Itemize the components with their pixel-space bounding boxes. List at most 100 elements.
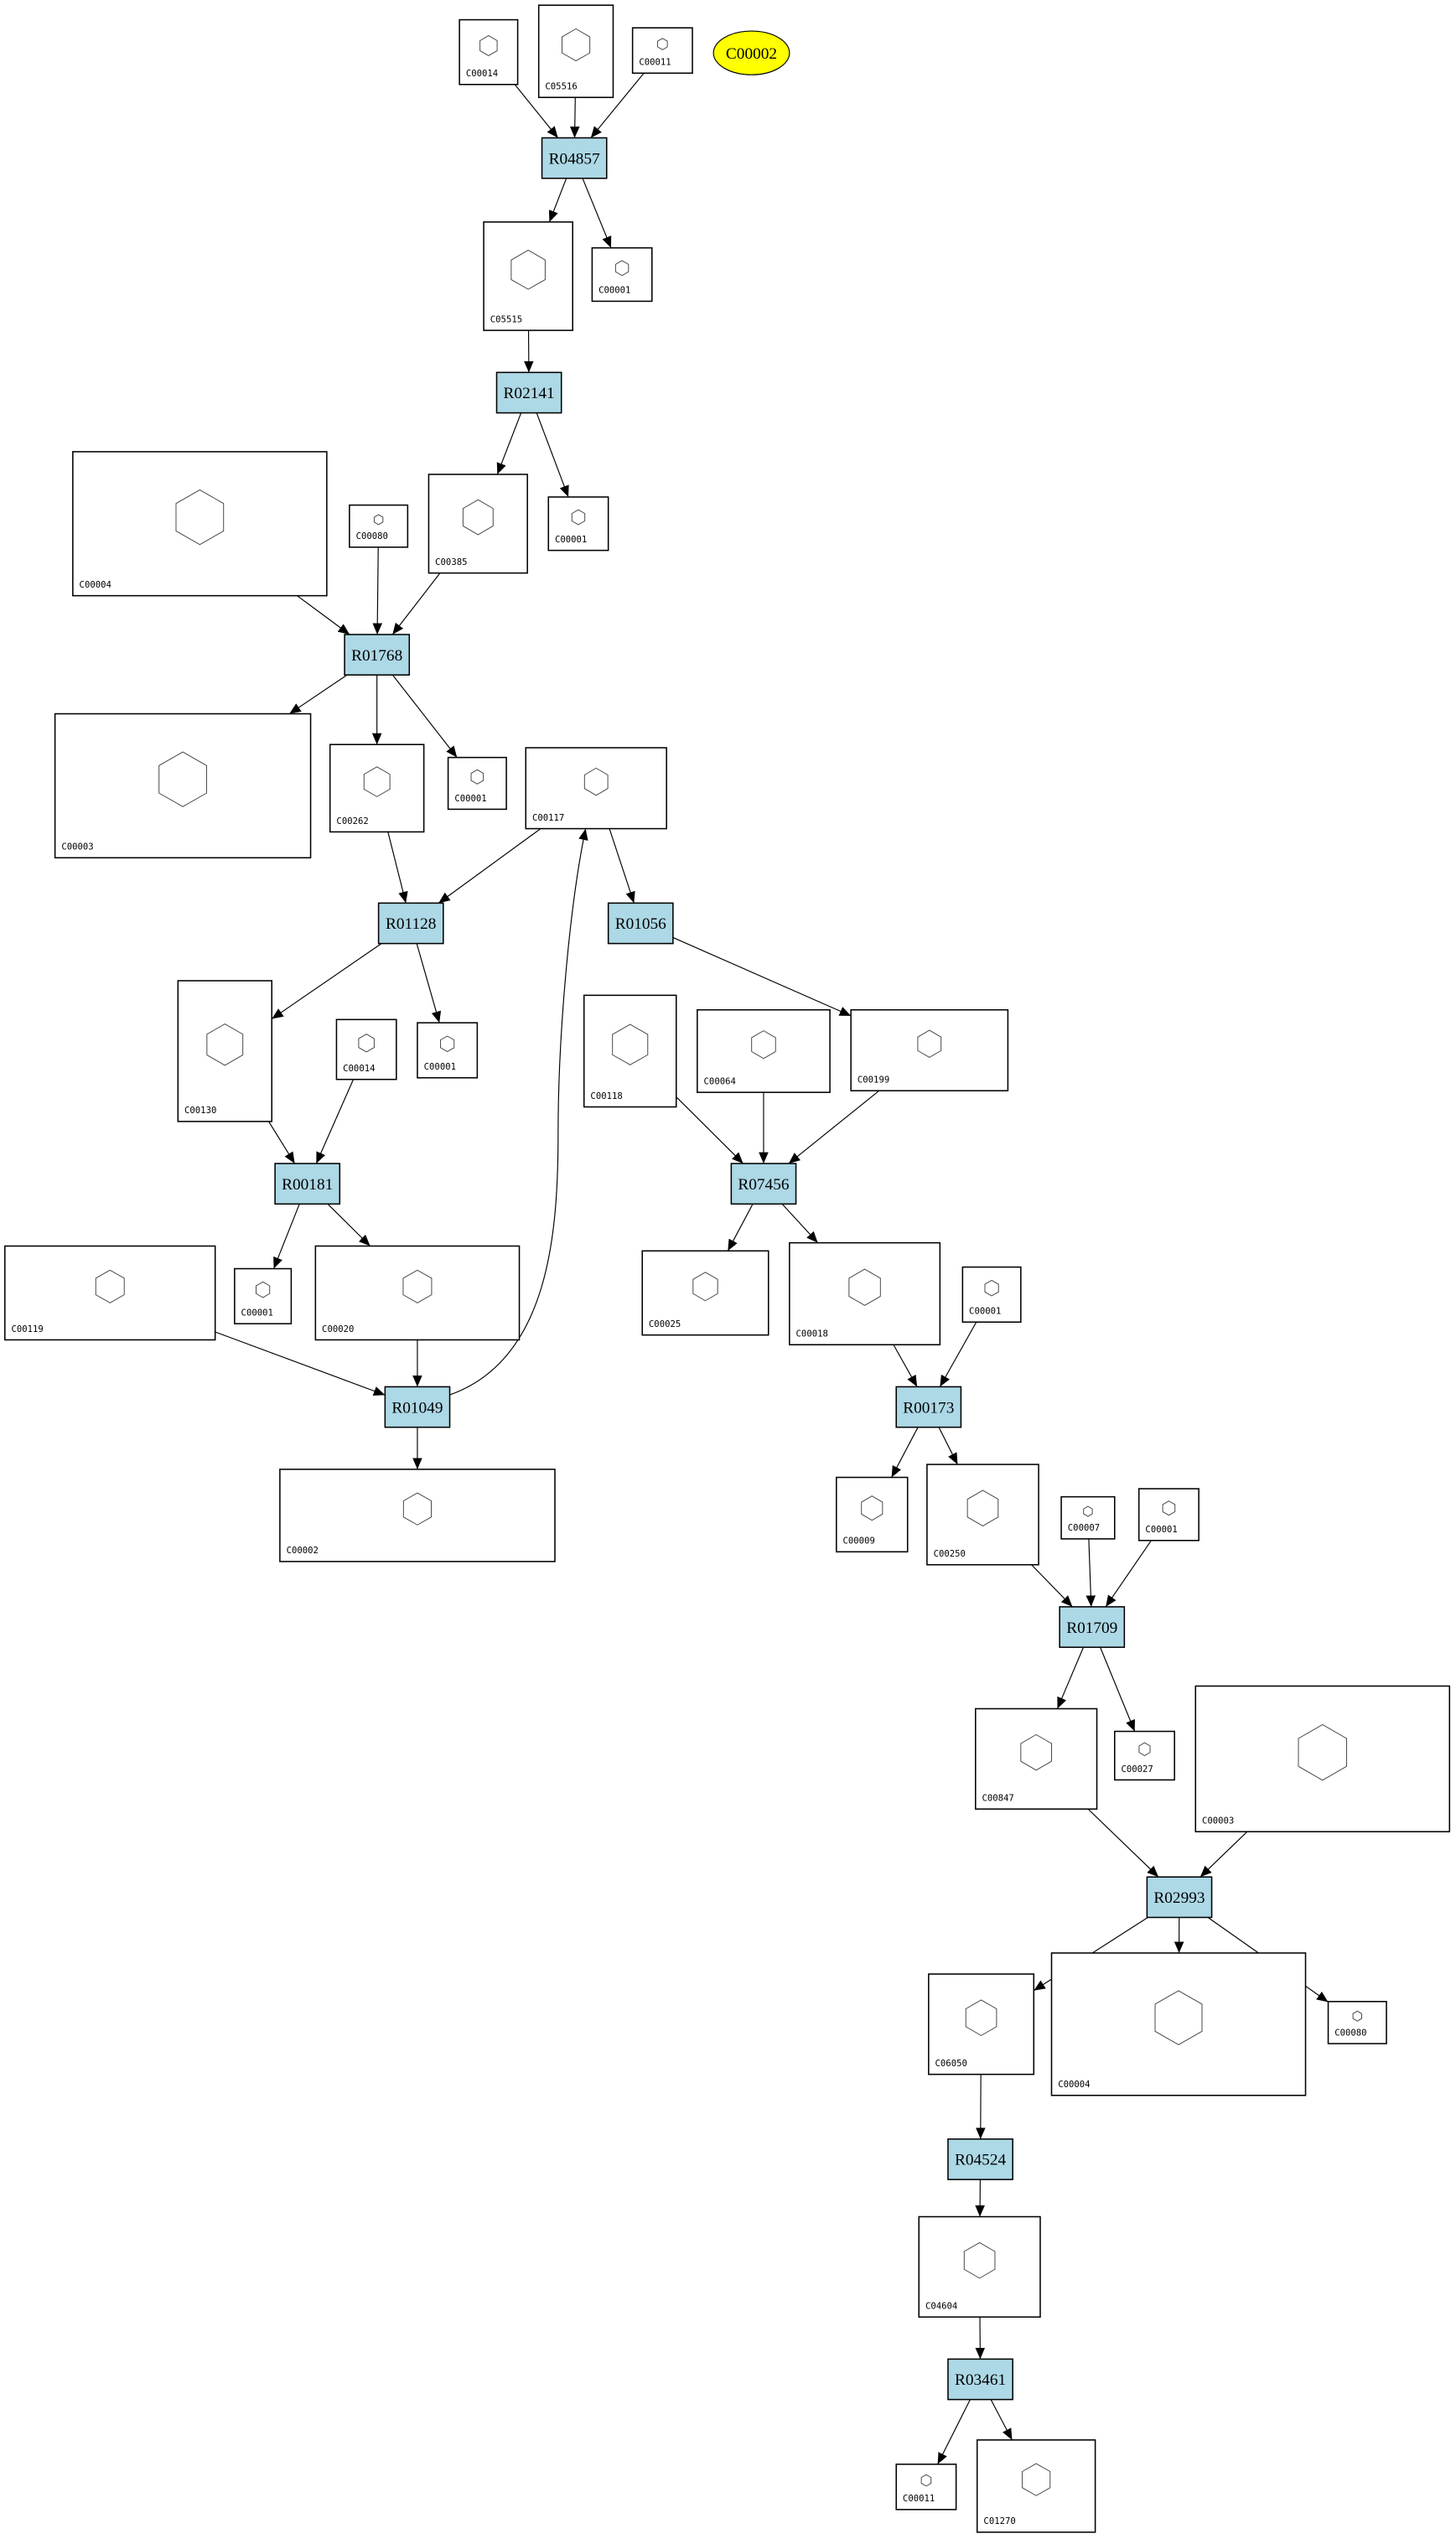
- node-box: [495, 371, 562, 414]
- node-box: [947, 2358, 1013, 2401]
- compound-node[interactable]: C00262: [329, 744, 425, 833]
- node-box: [279, 1469, 556, 1562]
- compound-node[interactable]: C05515: [483, 221, 573, 331]
- molecule-structure-icon: [1020, 1733, 1052, 1771]
- compound-node[interactable]: C00117: [525, 747, 667, 830]
- node-label: C00250: [934, 1548, 966, 1559]
- node-label: R01709: [1066, 1619, 1117, 1637]
- node-box: [1060, 1495, 1116, 1540]
- compound-node[interactable]: C00385: [427, 474, 528, 574]
- compound-node[interactable]: C00001: [447, 756, 507, 811]
- compound-node[interactable]: C06050: [928, 1973, 1035, 2075]
- node-label: C00080: [1334, 2027, 1366, 2038]
- compound-node[interactable]: C01270: [976, 2439, 1096, 2533]
- compound-node[interactable]: C00250: [926, 1464, 1039, 1566]
- node-label: C00001: [454, 793, 486, 804]
- compound-node[interactable]: C00011: [631, 27, 693, 75]
- compound-node[interactable]: C00001: [234, 1267, 293, 1324]
- reaction-node[interactable]: R04857: [541, 137, 608, 179]
- reaction-node[interactable]: R00173: [895, 1386, 962, 1428]
- node-label: C06050: [935, 2058, 967, 2069]
- compound-node[interactable]: C00064: [697, 1008, 831, 1093]
- edge-arrow: [938, 1427, 958, 1465]
- node-label: R03461: [955, 2371, 1006, 2389]
- compound-node[interactable]: C00027: [1113, 1730, 1175, 1781]
- compound-node[interactable]: C00130: [177, 980, 273, 1122]
- node-box: [335, 1018, 397, 1080]
- molecule-structure-icon: [917, 1029, 942, 1059]
- molecule-structure-icon: [363, 766, 391, 797]
- compound-node[interactable]: C00009: [836, 1476, 909, 1553]
- compound-node[interactable]: C00004: [1050, 1952, 1307, 2096]
- compound-node[interactable]: C00003: [54, 712, 312, 859]
- compound-node[interactable]: C00001: [1137, 1488, 1200, 1542]
- node-box: [928, 1973, 1035, 2075]
- reaction-node[interactable]: R01709: [1059, 1606, 1126, 1648]
- edge-arrow: [1200, 1831, 1248, 1878]
- compound-node[interactable]: C00199: [850, 1008, 1009, 1092]
- compound-node[interactable]: C00002: [279, 1469, 556, 1562]
- reaction-node[interactable]: R07456: [730, 1163, 797, 1205]
- compound-node[interactable]: C04604: [918, 2215, 1041, 2318]
- edge-arrow: [391, 573, 441, 635]
- node-box: [72, 451, 328, 597]
- node-box: [607, 902, 674, 945]
- reaction-node[interactable]: R01056: [607, 902, 674, 945]
- compound-node[interactable]: C00018: [789, 1241, 941, 1346]
- edge-arrow: [1087, 1808, 1159, 1878]
- compound-node[interactable]: C00080: [1327, 2001, 1387, 2044]
- node-label: C00004: [1058, 2079, 1090, 2090]
- reaction-node[interactable]: R03461: [947, 2358, 1013, 2401]
- node-box: [1137, 1488, 1200, 1542]
- reaction-node[interactable]: R01128: [377, 902, 444, 945]
- compound-node[interactable]: C00001: [961, 1266, 1022, 1323]
- node-label: R01128: [386, 915, 436, 933]
- compound-node[interactable]: C00014: [459, 18, 519, 85]
- edge-arrow: [548, 178, 567, 223]
- node-label: C00002: [726, 45, 777, 63]
- molecule-structure-icon: [479, 34, 498, 56]
- compound-node[interactable]: C00001: [591, 246, 653, 303]
- edge-arrow: [1100, 1646, 1136, 1732]
- node-box: [1194, 1685, 1451, 1832]
- compound-node[interactable]: C00003: [1194, 1685, 1451, 1832]
- edge-arrow: [288, 674, 348, 715]
- compound-node[interactable]: C00004: [72, 451, 328, 597]
- node-box: [525, 747, 667, 830]
- compound-node[interactable]: C00001: [547, 496, 609, 552]
- edge-arrow: [514, 84, 559, 138]
- compound-node[interactable]: C00007: [1060, 1495, 1116, 1540]
- compound-node[interactable]: C00118: [583, 994, 677, 1108]
- reaction-node[interactable]: R01768: [344, 634, 411, 676]
- compound-node[interactable]: C00119: [4, 1245, 216, 1341]
- node-box: [730, 1163, 797, 1205]
- edge-arrow: [891, 1427, 919, 1478]
- node-box: [329, 744, 425, 833]
- node-label: C00001: [598, 285, 630, 296]
- edge-arrow: [582, 178, 612, 248]
- reaction-node[interactable]: R00181: [274, 1163, 341, 1205]
- compound-node[interactable]: C00847: [975, 1707, 1098, 1810]
- compound-node[interactable]: C00011: [895, 2464, 957, 2511]
- reaction-node[interactable]: R01049: [384, 1386, 451, 1428]
- reaction-node[interactable]: R02993: [1146, 1876, 1213, 1919]
- compound-node[interactable]: C00080: [349, 504, 409, 548]
- reaction-node[interactable]: R04524: [947, 2138, 1013, 2180]
- molecule-structure-icon: [657, 38, 668, 50]
- edge-arrow: [937, 2399, 971, 2465]
- node-label: C00004: [80, 579, 111, 590]
- highlighted-compound-node[interactable]: C00002: [712, 30, 790, 75]
- reaction-node[interactable]: R02141: [495, 371, 562, 414]
- compound-node[interactable]: C05516: [537, 4, 614, 98]
- compound-node[interactable]: C00025: [641, 1250, 769, 1336]
- molecule-structure-icon: [373, 514, 384, 526]
- node-box: [1146, 1876, 1213, 1919]
- compound-node[interactable]: C00020: [314, 1245, 521, 1341]
- molecule-structure-icon: [861, 1495, 883, 1521]
- compound-node[interactable]: C00014: [335, 1018, 397, 1080]
- node-label: R01768: [351, 647, 402, 665]
- compound-node[interactable]: C00001: [417, 1022, 479, 1079]
- edge-arrow: [788, 1090, 880, 1164]
- molecule-structure-icon: [95, 1269, 125, 1303]
- molecule-structure-icon: [158, 751, 207, 807]
